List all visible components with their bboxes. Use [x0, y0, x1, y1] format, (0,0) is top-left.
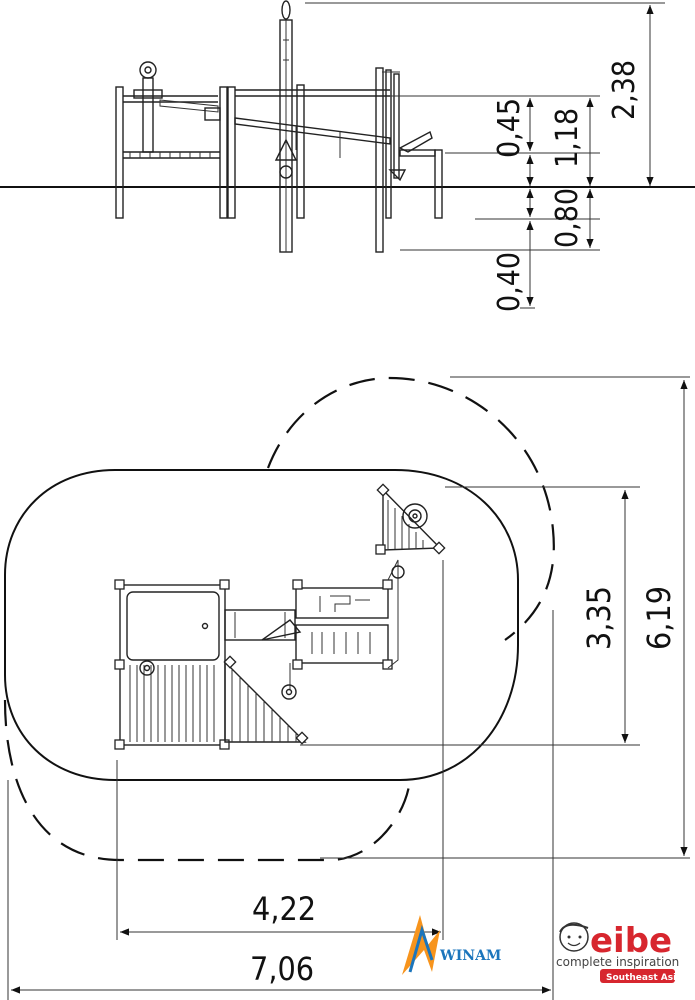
safety-zone-outline: [4, 469, 519, 781]
eibe-tagline: complete inspiration: [556, 955, 679, 969]
center-mast: [274, 0, 305, 253]
dim-plan-width: 4,22: [252, 890, 316, 928]
fall-zone-right: [266, 376, 555, 641]
dim-below-ground: 0,80: [550, 188, 585, 248]
plan-left-tower: [114, 579, 309, 750]
plan-view: 3,35 6,19 4,22 7,06: [3, 376, 690, 1000]
dim-upper: 0,45: [492, 98, 527, 158]
plan-dimension-lines: [7, 376, 690, 1000]
winam-wordmark: WINAM: [439, 948, 501, 964]
bridge: [234, 89, 391, 158]
dim-footing: 0,40: [492, 252, 527, 312]
child-face-icon: [559, 922, 589, 952]
elevation-view: 2,38 0,45 1,18 0,80 0,40: [0, 0, 695, 312]
eibe-region: Southeast Asia: [606, 973, 682, 983]
eibe-logo: eibe complete inspiration Southeast Asia: [556, 921, 682, 983]
winam-swoosh-icon: [402, 915, 440, 975]
left-tower: [115, 61, 236, 219]
dim-plan-depth: 3,35: [580, 586, 618, 650]
right-tower: [375, 67, 443, 253]
dim-platform-height: 1,18: [550, 108, 585, 168]
dim-total-height: 2,38: [607, 60, 642, 120]
eibe-wordmark: eibe: [590, 921, 672, 961]
dim-plan-width-safety: 7,06: [250, 950, 314, 988]
dim-plan-depth-safety: 6,19: [640, 586, 678, 650]
fall-zone-left: [3, 699, 412, 862]
eibe-region-badge: [600, 969, 675, 983]
plan-bridge: [224, 559, 405, 700]
plan-corner-unit: [375, 483, 446, 555]
winam-logo: WINAM: [402, 915, 501, 975]
elevation-dimension-lines: [305, 2, 665, 309]
